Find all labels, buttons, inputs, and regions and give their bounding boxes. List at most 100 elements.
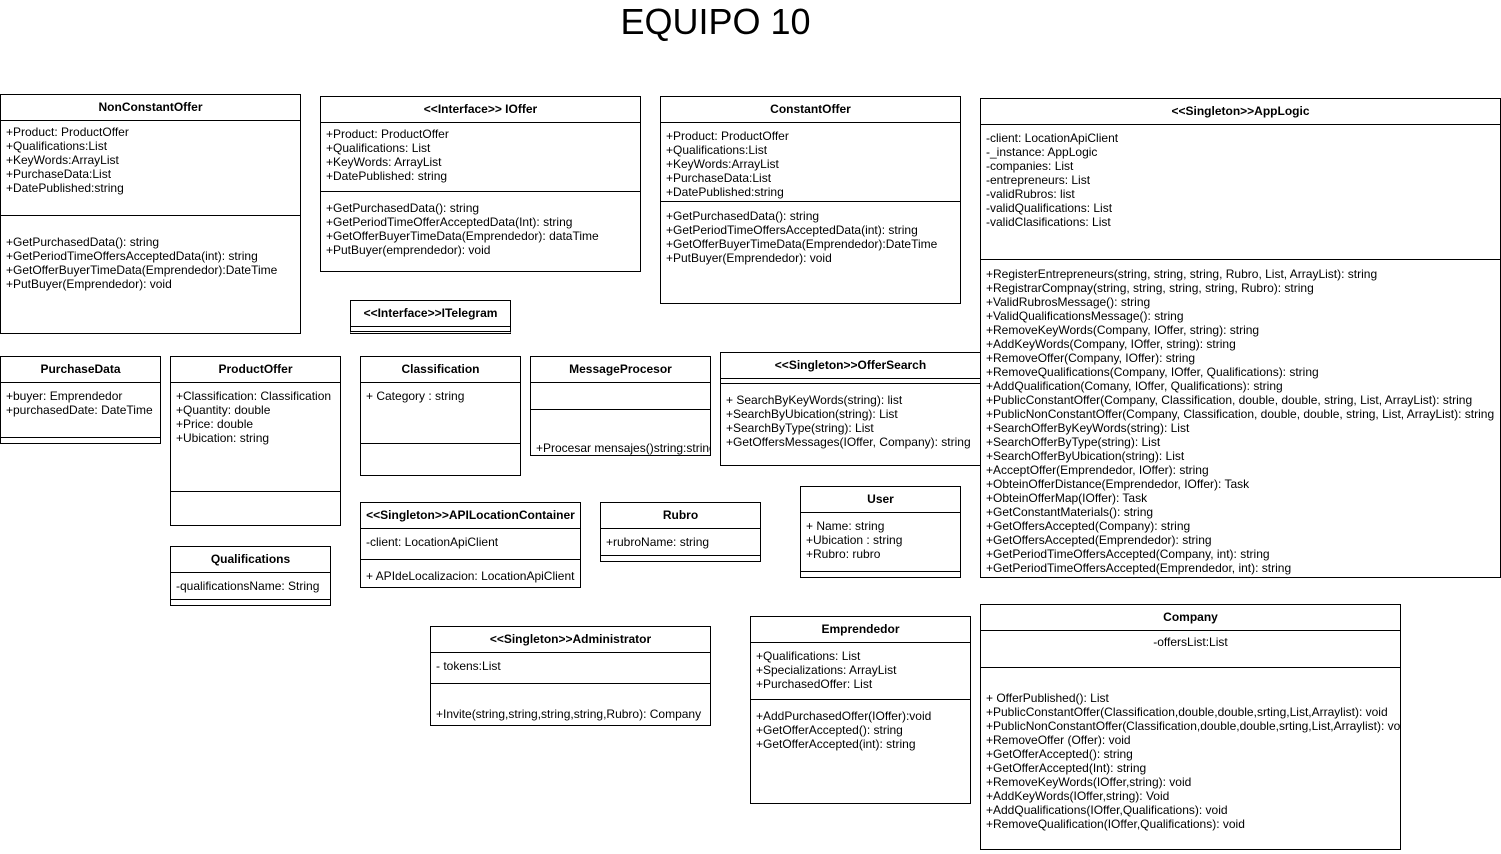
class-method: +SearchByType(string): List <box>726 421 874 435</box>
compartment-divider <box>171 491 340 492</box>
class-box-qualifications: Qualifications -qualificationsName: Strin… <box>170 546 331 606</box>
compartment-divider <box>801 571 960 572</box>
class-attribute: +rubroName: string <box>606 535 710 549</box>
attribute-list: - tokens:List <box>431 659 710 673</box>
class-attribute: + Name: string <box>806 519 885 533</box>
class-method: +ObteinOfferDistance(Emprendedor, IOffer… <box>986 477 1250 491</box>
class-method: +PublicConstantOffer(Company, Classifica… <box>986 393 1473 407</box>
compartment-divider <box>171 599 330 600</box>
class-attribute: -client: LocationApiClient <box>366 535 499 549</box>
class-method: +PublicNonConstantOffer(Company, Classif… <box>986 407 1495 421</box>
class-name: <<Interface>>ITelegram <box>351 301 510 327</box>
class-method: +SearchOfferByKeyWords(string): List <box>986 421 1190 435</box>
attribute-list: + Category : string <box>361 389 520 403</box>
class-method: +RemoveQualification(IOffer,Qualificatio… <box>986 817 1245 831</box>
class-name: NonConstantOffer <box>1 95 300 121</box>
class-attribute: -validQualifications: List <box>986 201 1113 215</box>
class-attribute: +Qualifications: List <box>326 141 431 155</box>
class-method: +GetPurchasedData(): string <box>666 209 820 223</box>
method-list: +AddPurchasedOffer(IOffer):void +GetOffer… <box>751 709 970 751</box>
class-method: +ValidRubrosMessage(): string <box>986 295 1151 309</box>
class-box-rubro: Rubro+rubroName: string <box>600 502 761 562</box>
class-attribute: -offersList:List <box>1153 635 1228 649</box>
method-list: +Invite(string,string,string,string,Rubr… <box>431 707 710 721</box>
class-method: +GetPeriodTimeOffersAcceptedData(int): s… <box>6 249 258 263</box>
class-attribute: +KeyWords:ArrayList <box>666 157 779 171</box>
class-method: + APIdeLocalizacion: LocationApiClient <box>366 569 575 583</box>
class-name: <<Singleton>>AppLogic <box>981 99 1500 125</box>
class-attribute: +PurchasedOffer: List <box>756 677 873 691</box>
class-method: +GetOfferAccepted(int): string <box>756 737 916 751</box>
class-attribute: +Rubro: rubro <box>806 547 881 561</box>
class-attribute: +buyer: Emprendedor <box>6 389 123 403</box>
class-name: <<Singleton>>APILocationContainer <box>361 503 580 529</box>
class-attribute: +DatePublished:string <box>666 185 784 199</box>
compartment-divider <box>361 443 520 444</box>
attribute-list: -offersList:List <box>981 635 1400 649</box>
class-method: +RemoveOffer(Company, IOffer): string <box>986 351 1196 365</box>
class-attribute: +purchasedDate: DateTime <box>6 403 153 417</box>
class-attribute: +Classification: Classification <box>176 389 332 403</box>
class-box-purchase-data: PurchaseData +buyer: Emprendedor+purchase… <box>0 356 161 444</box>
attribute-list: +Qualifications: List+Specializations: A… <box>751 649 970 691</box>
class-method: +PutBuyer(emprendedor): void <box>326 243 491 257</box>
class-method: +AcceptOffer(Emprendedor, IOffer): strin… <box>986 463 1209 477</box>
class-method: +RemoveKeyWords(IOffer,string): void <box>986 775 1192 789</box>
compartment-divider <box>601 555 760 556</box>
class-attribute: -validRubros: list <box>986 187 1075 201</box>
class-box-singleton-app-logic: <<Singleton>>AppLogic -client: LocationAp… <box>980 98 1501 578</box>
compartment-divider <box>751 699 970 700</box>
attribute-list: -qualificationsName: String <box>171 579 330 593</box>
class-attribute: -_instance: AppLogic <box>986 145 1098 159</box>
class-name: Qualifications <box>171 547 330 573</box>
class-box-emprendedor: Emprendedor+Qualifications: List+Special… <box>750 616 971 804</box>
class-attribute: +KeyWords:ArrayList <box>6 153 119 167</box>
class-attribute: +KeyWords: ArrayList <box>326 155 442 169</box>
compartment-divider <box>981 667 1400 668</box>
class-name: <<Singleton>>Administrator <box>431 627 710 653</box>
class-attribute: +DatePublished:string <box>6 181 124 195</box>
class-name: ProductOffer <box>171 357 340 383</box>
class-method: +SearchByUbication(string): List <box>726 407 898 421</box>
class-name: Classification <box>361 357 520 383</box>
attribute-list: -client: LocationApiClient <box>361 535 580 549</box>
class-box-non-constant-offer: NonConstantOffer+Product: ProductOffer+Q… <box>0 94 301 334</box>
class-method: +GetOffersMessages(IOffer, Company): str… <box>726 435 971 449</box>
class-method: +AddQualification(Comany, IOffer, Qualif… <box>986 379 1283 393</box>
class-box-message-procesor: MessageProcesor +Procesar mensajes()strin… <box>530 356 711 456</box>
class-method: +GetPeriodTimeOffersAccepted(Emprendedor… <box>986 561 1292 575</box>
class-method: +GetPeriodTimeOfferAcceptedData(Int): st… <box>326 215 573 229</box>
compartment-divider <box>661 201 960 202</box>
class-method: +AddQualifications(IOffer,Qualifications… <box>986 803 1228 817</box>
method-list: + SearchByKeyWords(string): list+SearchB… <box>721 393 980 449</box>
compartment-divider <box>431 683 710 684</box>
class-box-product-offer: ProductOffer +Classification: Classificat… <box>170 356 341 526</box>
method-list: +GetPurchasedData(): string+GetPeriodTim… <box>1 235 300 291</box>
compartment-divider <box>721 383 980 384</box>
class-method: +PutBuyer(Emprendedor): void <box>666 251 832 265</box>
class-attribute: +Product: ProductOffer <box>666 129 789 143</box>
method-list: +Procesar mensajes()string:string <box>531 441 710 455</box>
class-attribute: +DatePublished: string <box>326 169 448 183</box>
method-list: + OfferPublished(): List+PublicConstantO… <box>981 691 1400 831</box>
class-name: Company <box>981 605 1400 631</box>
class-attribute: +Quantity: double <box>176 403 271 417</box>
class-method: +AddPurchasedOffer(IOffer):void <box>756 709 932 723</box>
class-attribute: -client: LocationApiClient <box>986 131 1119 145</box>
class-method: +RemoveKeyWords(Company, IOffer, string)… <box>986 323 1260 337</box>
class-method: +AddKeyWords(IOffer,string): Void <box>986 789 1170 803</box>
attribute-list: +Product: ProductOffer+Qualifications: L… <box>321 127 640 183</box>
attribute-list: +rubroName: string <box>601 535 760 549</box>
compartment-divider <box>531 409 710 410</box>
class-attribute: -companies: List <box>986 159 1074 173</box>
class-name: PurchaseData <box>1 357 160 383</box>
class-box-constant-offer: ConstantOffer+Product: ProductOffer+Qual… <box>660 96 961 304</box>
class-method: +RemoveOffer (Offer): void <box>986 733 1131 747</box>
class-method: +PublicConstantOffer(Classification,doub… <box>986 705 1388 719</box>
class-box-singleton-offer-search: <<Singleton>>OfferSearch+ SearchByKeyWor… <box>720 352 981 466</box>
compartment-divider <box>981 259 1500 260</box>
class-box-user: User+ Name: string+Ubication : string+Ru… <box>800 486 961 578</box>
class-name: MessageProcesor <box>531 357 710 383</box>
class-method: +SearchOfferByType(string): List <box>986 435 1161 449</box>
compartment-divider <box>321 191 640 192</box>
